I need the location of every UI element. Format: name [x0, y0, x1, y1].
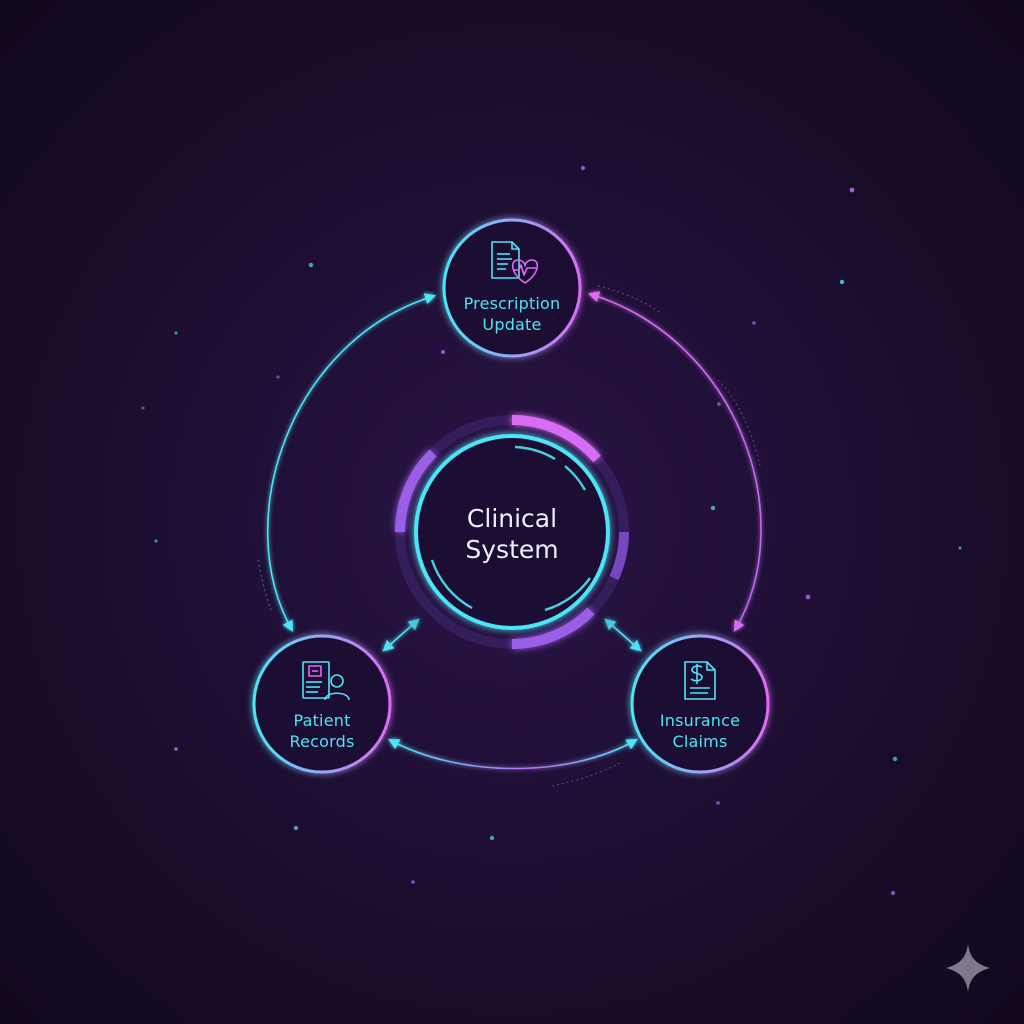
node-insurance[interactable] — [630, 634, 770, 774]
star — [293, 825, 299, 831]
center-inner-arc — [564, 465, 587, 491]
star — [716, 801, 720, 805]
star — [141, 406, 145, 410]
center-ring — [414, 434, 610, 630]
sparkle-icon — [946, 944, 990, 992]
center-arc-magenta — [511, 414, 601, 463]
center-inner-arc — [514, 445, 556, 461]
star — [805, 594, 811, 600]
star — [839, 279, 845, 285]
center-inner-arc — [544, 577, 591, 612]
node-ring — [630, 634, 770, 774]
node-ring — [252, 634, 392, 774]
arrow-prescription-to-patient — [266, 293, 437, 632]
node-patient[interactable] — [252, 634, 392, 774]
node-ring — [442, 218, 582, 358]
star — [958, 546, 962, 550]
center-arc-violet-right — [609, 531, 629, 581]
node-prescription[interactable] — [442, 218, 582, 358]
patient-record-icon — [302, 661, 350, 701]
dashed-accent — [551, 761, 623, 787]
star — [441, 350, 445, 354]
arrow-patient-to-insurance — [388, 738, 638, 770]
star — [411, 880, 415, 884]
star — [580, 165, 586, 171]
star — [174, 331, 178, 335]
star — [752, 321, 756, 325]
document-heart-icon — [491, 241, 539, 284]
arrow-prescription-to-insurance — [587, 291, 762, 632]
center-inner-arc — [430, 559, 473, 610]
star — [174, 747, 178, 751]
star — [308, 262, 314, 268]
star — [154, 539, 158, 543]
center-arc-violet-left — [395, 449, 437, 533]
star — [717, 402, 721, 406]
center-node[interactable] — [362, 382, 662, 682]
star — [710, 505, 716, 511]
center-arc-violet-bottom — [511, 607, 595, 649]
star — [892, 756, 898, 762]
star — [489, 835, 495, 841]
dashed-accent — [717, 379, 761, 467]
star — [276, 375, 280, 379]
star — [890, 890, 896, 896]
dashed-accent — [597, 285, 663, 315]
invoice-dollar-icon — [684, 661, 716, 700]
star — [849, 187, 855, 193]
